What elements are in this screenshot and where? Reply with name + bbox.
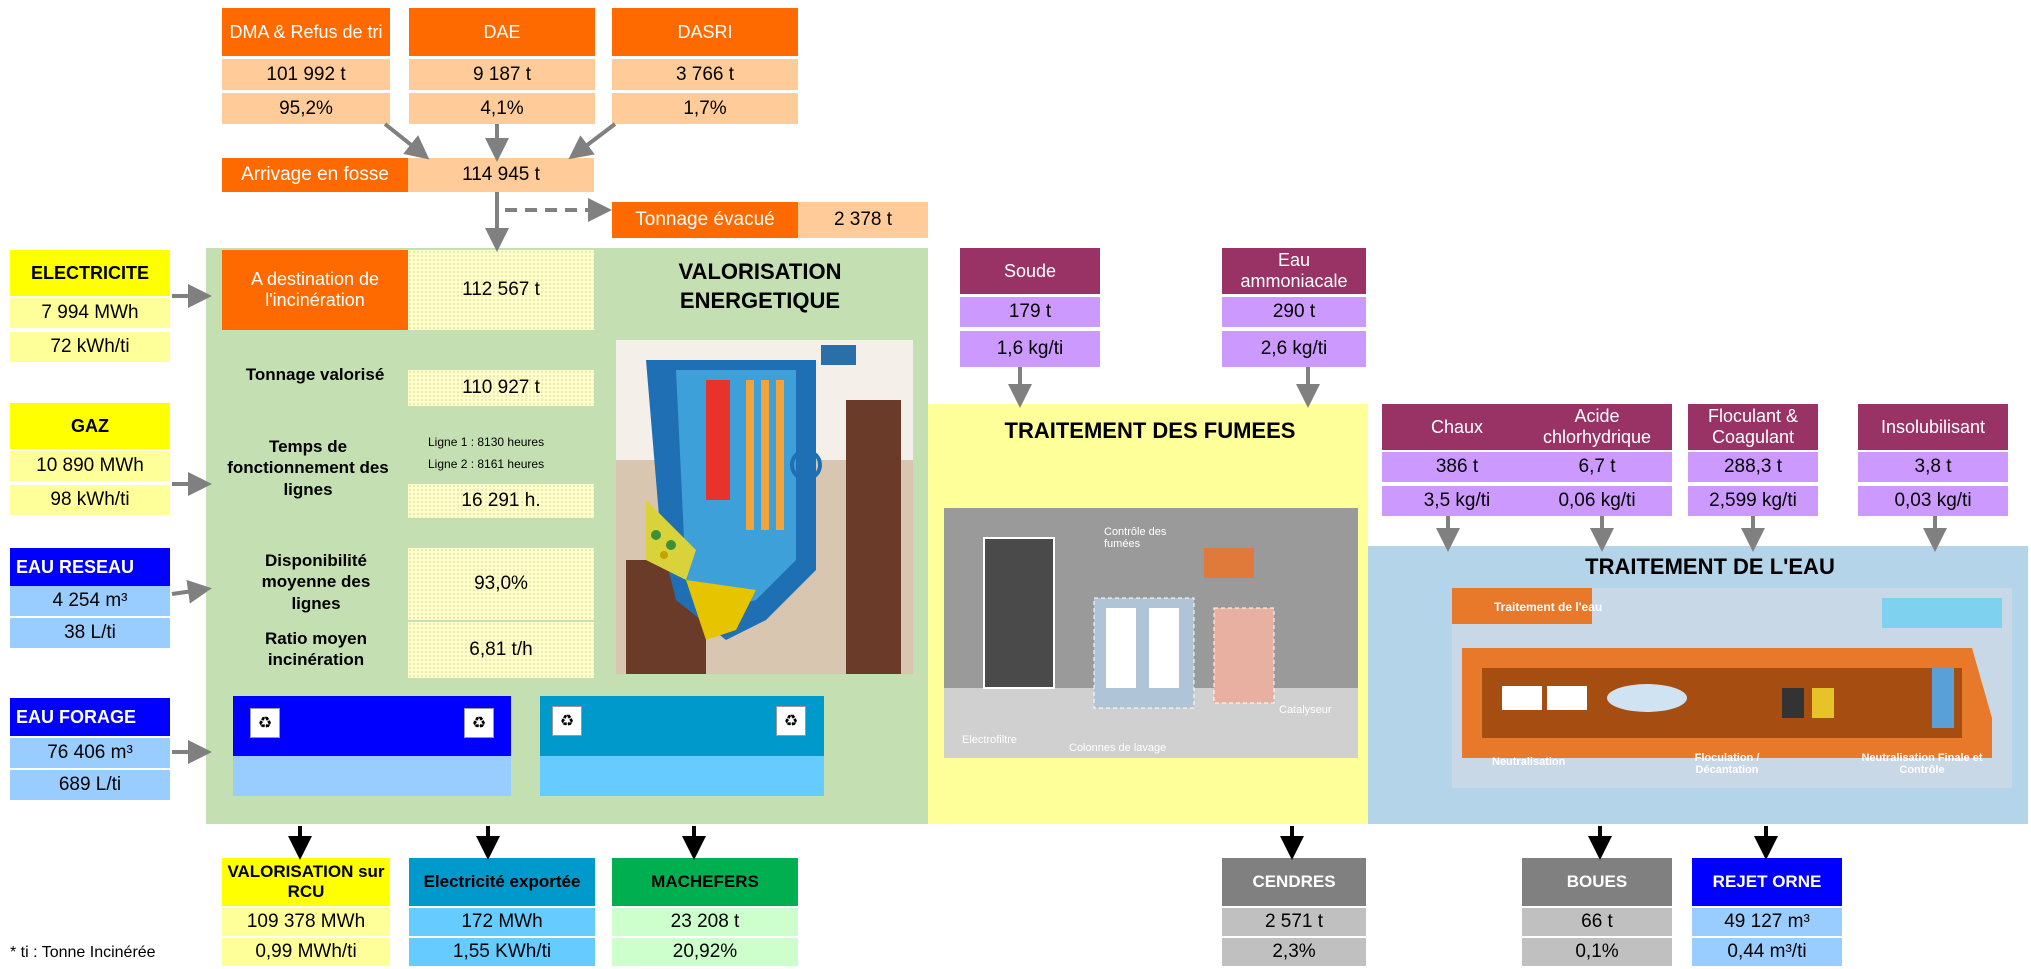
electricite-v2: 72 kWh/ti bbox=[10, 332, 170, 362]
elec-exportee-v1: 172 MWh bbox=[409, 908, 595, 936]
eau-forage-label: EAU FORAGE bbox=[10, 698, 170, 736]
catalyseur-label: Catalyseur bbox=[1279, 704, 1332, 716]
neutralisation-finale-label: Neutralisation Finale et Contrôle bbox=[1861, 752, 1983, 776]
gaz-label: GAZ bbox=[10, 403, 170, 449]
acide-label: Acide chlorhydrique bbox=[1522, 404, 1672, 450]
cendres-label: CENDRES bbox=[1222, 858, 1366, 906]
temps-label: Temps de fonctionnement des lignes bbox=[227, 437, 389, 499]
destination-label: A destination de l'incinération bbox=[222, 250, 408, 330]
dispo-label: Disponibilité moyenne des lignes bbox=[261, 551, 371, 613]
destination-value: 112 567 t bbox=[408, 250, 594, 330]
eau-forage-v2: 689 L/ti bbox=[10, 770, 170, 800]
colonnes-label: Colonnes de lavage bbox=[1069, 742, 1167, 754]
footnote: * ti : Tonne Incinérée bbox=[10, 944, 156, 961]
arrivage-label: Arrivage en fosse bbox=[222, 158, 408, 192]
controle-fumees-label: Contrôle des fumées bbox=[1104, 526, 1167, 550]
machefers-label: MACHEFERS bbox=[612, 858, 798, 906]
evacue-value: 2 378 t bbox=[798, 202, 928, 238]
eau-forage-v1: 76 406 m³ bbox=[10, 738, 170, 768]
eau-title: TRAITEMENT DE L'EAU bbox=[1585, 554, 1835, 579]
cendres-v2: 2,3% bbox=[1222, 938, 1366, 966]
ratio-value: 6,81 t/h bbox=[408, 622, 594, 678]
eau-ammoniacale-v1: 290 t bbox=[1222, 297, 1366, 327]
fumees-illustration: Contrôle des fumées Electrofiltre Colonn… bbox=[944, 508, 1358, 758]
rcu-v1: 109 378 MWh bbox=[222, 908, 390, 936]
machefers-v1: 23 208 t bbox=[612, 908, 798, 936]
eau-ammoniacale-v2: 2,6 kg/ti bbox=[1222, 331, 1366, 367]
rejet-orne-v2: 0,44 m³/ti bbox=[1692, 938, 1842, 966]
cendres-v1: 2 571 t bbox=[1222, 908, 1366, 936]
rcu-label: VALORISATION sur RCU bbox=[222, 858, 390, 906]
eau-reseau-v2: 38 L/ti bbox=[10, 618, 170, 648]
tonnage-label: Tonnage valorisé bbox=[245, 365, 385, 384]
temps-value: 16 291 h. bbox=[408, 484, 594, 518]
fumees-title: TRAITEMENT DES FUMEES bbox=[1004, 418, 1296, 443]
acide-v2: 0,06 kg/ti bbox=[1522, 486, 1672, 516]
floculant-v2: 2,599 kg/ti bbox=[1688, 486, 1818, 516]
insolubilisant-v1: 3,8 t bbox=[1858, 452, 2008, 482]
dma-label: DMA & Refus de tri bbox=[222, 8, 390, 56]
boiler-illustration bbox=[616, 340, 913, 674]
dae-label: DAE bbox=[409, 8, 595, 56]
soude-label: Soude bbox=[960, 248, 1100, 294]
rcu-v2: 0,99 MWh/ti bbox=[222, 938, 390, 966]
elec-bar-lower bbox=[540, 756, 824, 796]
recycle-icon: ♻ bbox=[464, 708, 494, 738]
soude-v2: 1,6 kg/ti bbox=[960, 331, 1100, 367]
arrivage-value: 114 945 t bbox=[408, 158, 594, 192]
boues-v2: 0,1% bbox=[1522, 938, 1672, 966]
dasri-pct: 1,7% bbox=[612, 93, 798, 124]
dasri-label: DASRI bbox=[612, 8, 798, 56]
dma-tonnage: 101 992 t bbox=[222, 59, 390, 90]
valorisation-title: VALORISATION ENERGETIQUE bbox=[678, 259, 842, 313]
rcu-bar-lower bbox=[233, 756, 511, 796]
insolubilisant-label: Insolubilisant bbox=[1858, 404, 2008, 450]
chaux-v2: 3,5 kg/ti bbox=[1382, 486, 1532, 516]
ligne2-text: Ligne 2 : 8161 heures bbox=[428, 457, 545, 471]
electrofiltre-label: Electrofiltre bbox=[962, 734, 1018, 746]
recycle-icon: ♻ bbox=[552, 706, 582, 736]
boues-label: BOUES bbox=[1522, 858, 1672, 906]
dae-tonnage: 9 187 t bbox=[409, 59, 595, 90]
eau-reseau-v1: 4 254 m³ bbox=[10, 586, 170, 616]
eau-ammoniacale-label: Eau ammoniacale bbox=[1222, 248, 1366, 294]
acide-v1: 6,7 t bbox=[1522, 452, 1672, 482]
eau-illustration: Traitement de l'eau Neutralisation Flocu… bbox=[1452, 588, 2012, 788]
electricite-v1: 7 994 MWh bbox=[10, 298, 170, 328]
elec-exportee-v2: 1,55 KWh/ti bbox=[409, 938, 595, 966]
evacue-label: Tonnage évacué bbox=[612, 202, 798, 238]
recycle-icon: ♻ bbox=[776, 706, 806, 736]
machefers-v2: 20,92% bbox=[612, 938, 798, 966]
electricite-label: ELECTRICITE bbox=[10, 250, 170, 296]
eau-banner-label: Traitement de l'eau bbox=[1494, 600, 1603, 614]
chaux-v1: 386 t bbox=[1382, 452, 1532, 482]
eau-reseau-label: EAU RESEAU bbox=[10, 548, 170, 586]
ratio-label: Ratio moyen incinération bbox=[264, 629, 368, 670]
gaz-v2: 98 kWh/ti bbox=[10, 485, 170, 515]
dma-pct: 95,2% bbox=[222, 93, 390, 124]
recycle-icon: ♻ bbox=[250, 708, 280, 738]
chaux-label: Chaux bbox=[1382, 404, 1532, 450]
insolubilisant-v2: 0,03 kg/ti bbox=[1858, 486, 2008, 516]
gaz-v1: 10 890 MWh bbox=[10, 451, 170, 481]
boues-v1: 66 t bbox=[1522, 908, 1672, 936]
floculant-v1: 288,3 t bbox=[1688, 452, 1818, 482]
floculant-label: Floculant & Coagulant bbox=[1688, 404, 1818, 450]
dae-pct: 4,1% bbox=[409, 93, 595, 124]
neutralisation-label: Neutralisation bbox=[1492, 756, 1566, 768]
elec-exportee-label: Electricité exportée bbox=[409, 858, 595, 906]
soude-v1: 179 t bbox=[960, 297, 1100, 327]
tonnage-value: 110 927 t bbox=[408, 370, 594, 406]
rejet-orne-v1: 49 127 m³ bbox=[1692, 908, 1842, 936]
dispo-value: 93,0% bbox=[408, 548, 594, 620]
ligne1-text: Ligne 1 : 8130 heures bbox=[428, 435, 545, 449]
floculation-label: Floculation / Décantation bbox=[1694, 752, 1760, 776]
dasri-tonnage: 3 766 t bbox=[612, 59, 798, 90]
rejet-orne-label: REJET ORNE bbox=[1692, 858, 1842, 906]
